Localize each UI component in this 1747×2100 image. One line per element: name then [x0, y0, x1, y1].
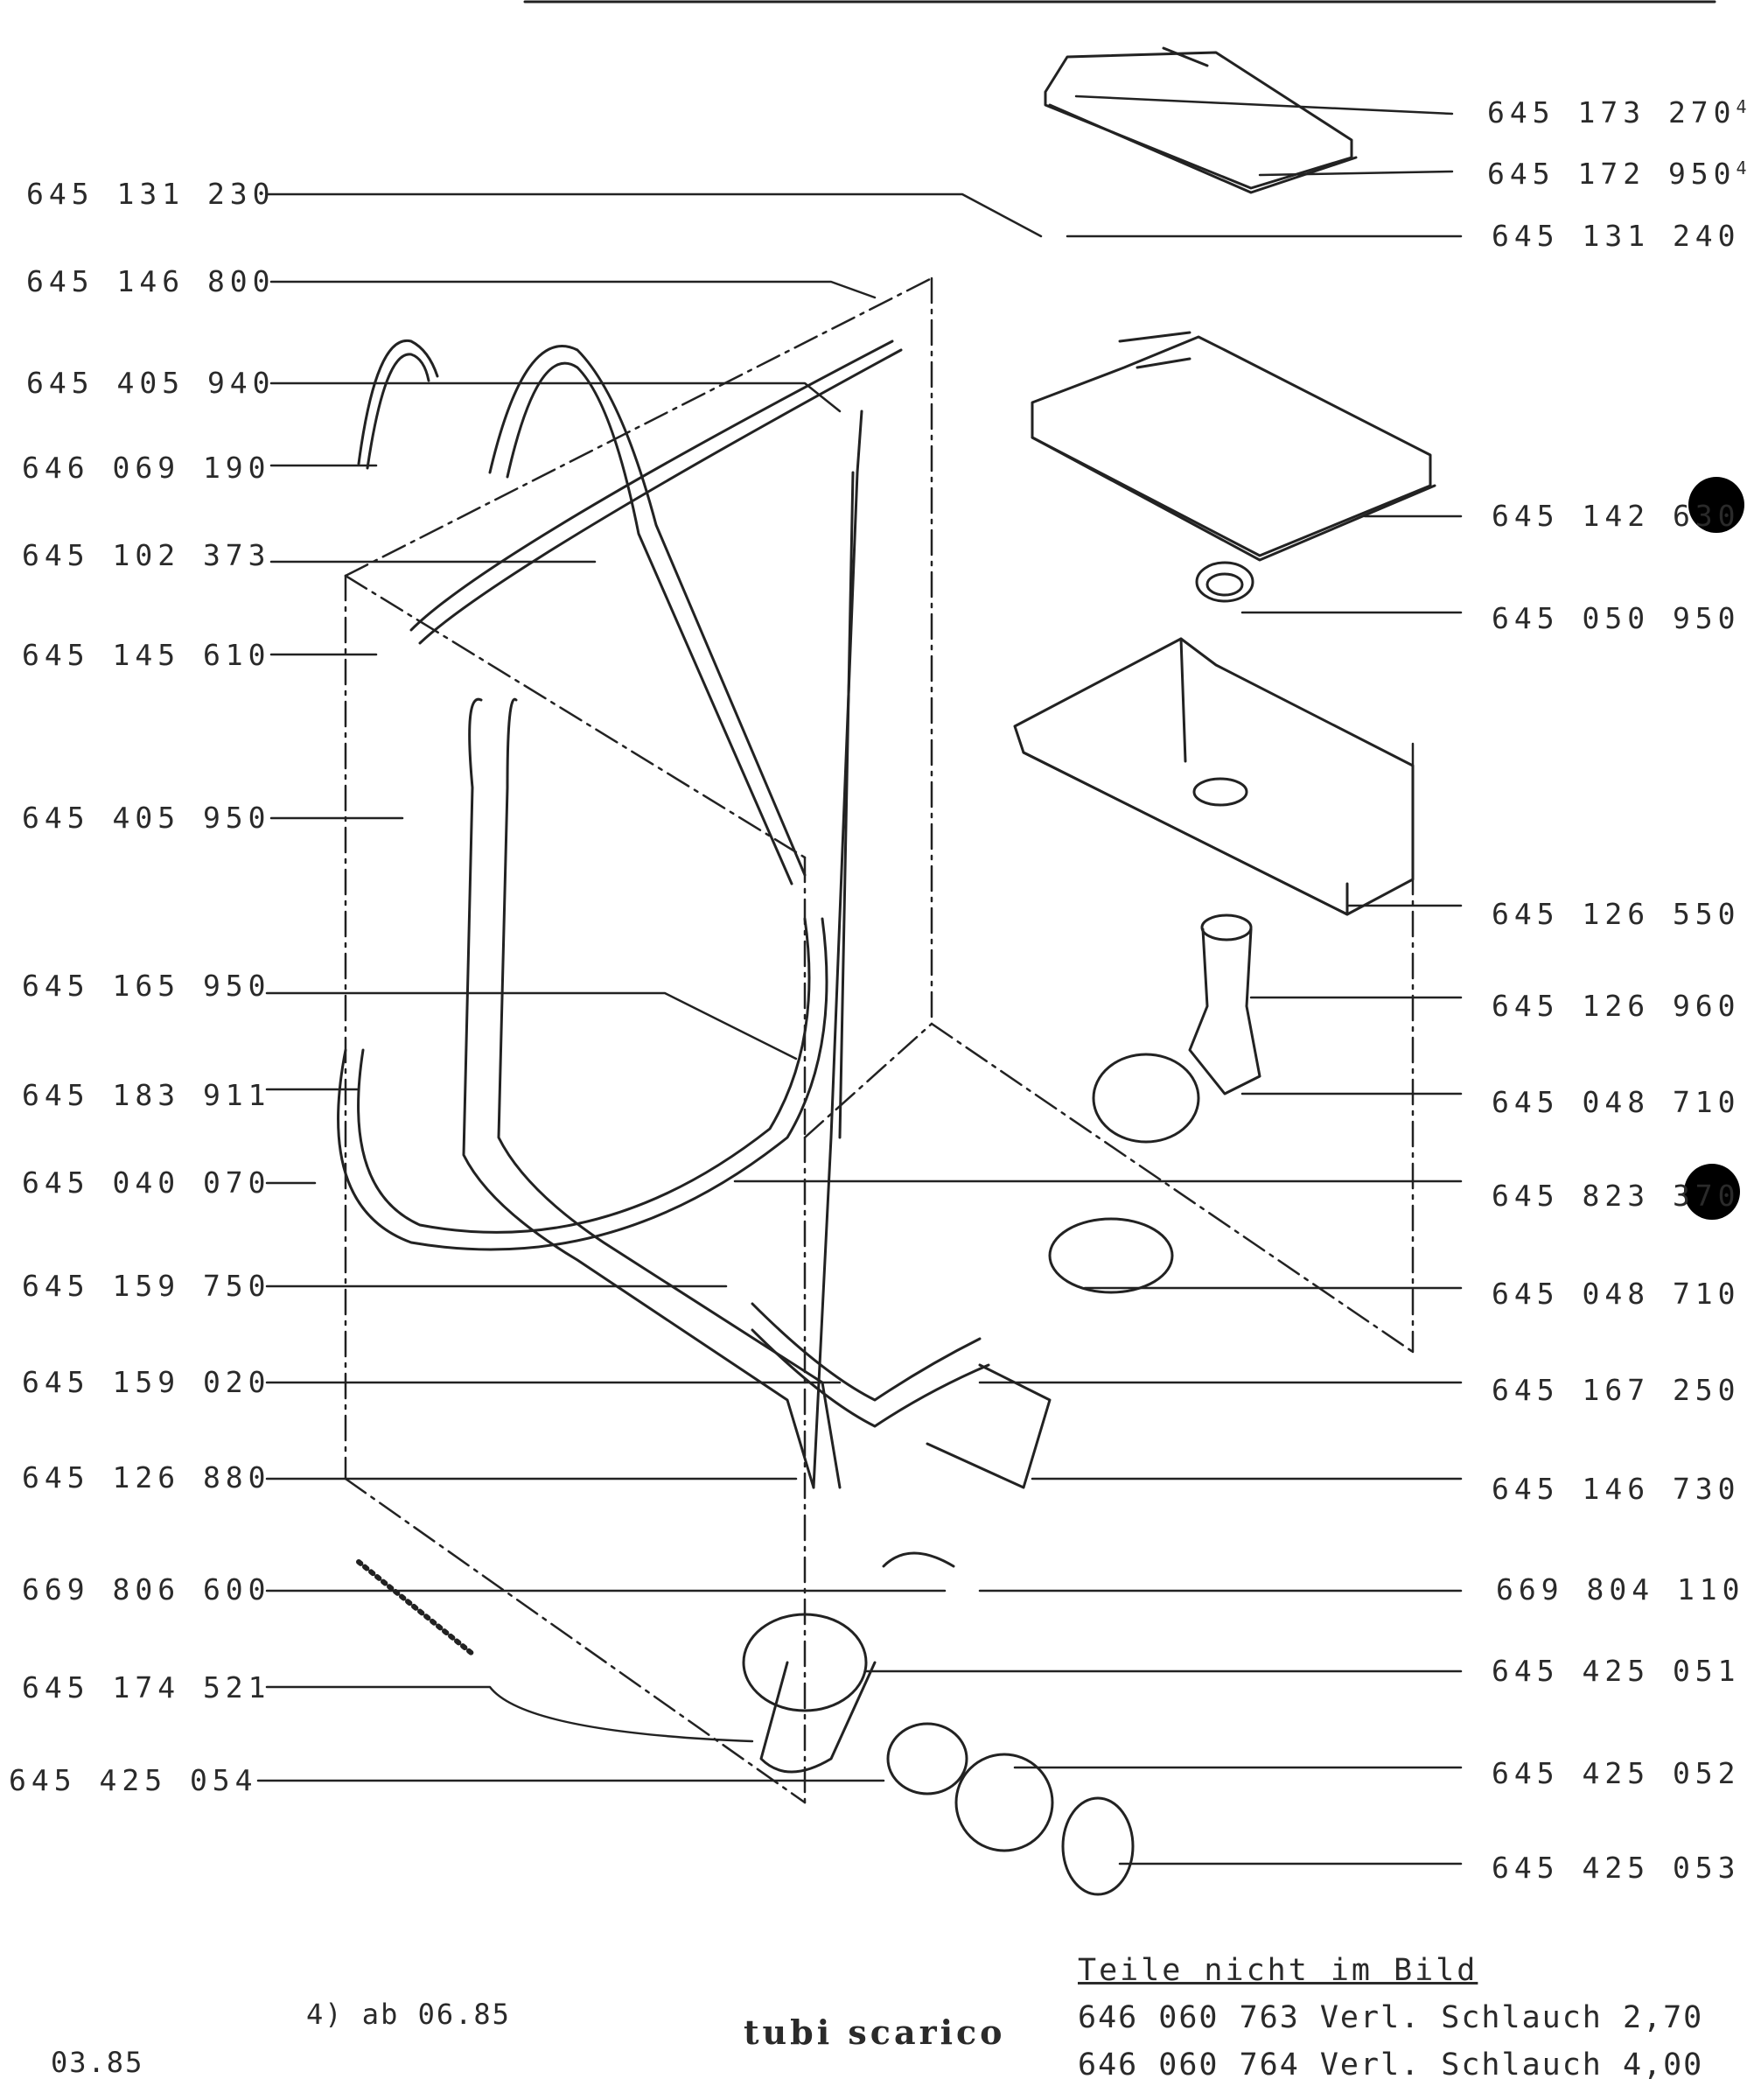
footnote: 4) ab 06.85 — [306, 1998, 511, 2031]
part-label: 645 040 070 — [22, 1166, 271, 1200]
part-label: 645 173 2704) — [1487, 98, 1747, 127]
part-label: 645 167 250 — [1492, 1373, 1741, 1407]
part-label: 645 172 9504) — [1487, 159, 1747, 188]
part-label: 645 126 880 — [22, 1460, 271, 1494]
part-label: 645 425 054 — [9, 1763, 258, 1797]
diagram-title: tubi scarico — [744, 2012, 1006, 2052]
part-label: 645 050 950 — [1492, 601, 1741, 635]
part-label: 645 425 052 — [1492, 1756, 1741, 1790]
parts-not-shown-item: 646 060 764 Verl. Schlauch 4,00 — [1078, 2048, 1704, 2082]
part-label: 669 806 600 — [22, 1572, 271, 1606]
clamp-strip — [356, 1559, 475, 1656]
part-label: 645 142 630 — [1492, 499, 1741, 533]
part-label: 645 131 240 — [1492, 219, 1741, 253]
part-label: 645 823 370 — [1492, 1179, 1741, 1213]
part-label: 645 183 911 — [22, 1078, 271, 1112]
left-leader-lines — [256, 192, 1043, 1782]
part-label: 645 145 610 — [22, 638, 271, 672]
date-code: 03.85 — [51, 2046, 144, 2079]
punch-hole-lower — [1684, 1164, 1740, 1220]
part-label: 645 126 960 — [1492, 989, 1741, 1023]
parts-not-shown-heading: Teile nicht im Bild — [1078, 1953, 1478, 1988]
part-label: 645 425 051 — [1492, 1654, 1741, 1688]
part-label: 645 146 800 — [26, 264, 276, 298]
right-leader-lines — [733, 94, 1463, 1866]
drawer-frame — [1031, 331, 1436, 562]
footnote-marker: 4) — [1736, 96, 1747, 117]
parts-not-shown-item: 646 060 763 Verl. Schlauch 2,70 — [1078, 2000, 1704, 2035]
drain-hoses — [337, 339, 903, 1489]
part-label: 669 804 110 — [1496, 1572, 1745, 1606]
part-label: 645 048 710 — [1492, 1277, 1741, 1311]
part-label: 645 405 940 — [26, 366, 276, 400]
part-label: 645 165 950 — [22, 969, 271, 1003]
pump-assembly — [742, 1302, 1135, 1896]
part-label: 645 146 730 — [1492, 1472, 1741, 1506]
punch-hole-upper — [1688, 477, 1744, 533]
part-label: 645 405 950 — [22, 801, 271, 835]
part-label: 645 131 230 — [26, 177, 276, 211]
part-label: 645 425 053 — [1492, 1851, 1741, 1885]
part-label: 645 102 373 — [22, 538, 271, 572]
part-label: 645 174 521 — [22, 1670, 271, 1704]
part-label: 645 159 020 — [22, 1365, 271, 1399]
part-label: 645 126 550 — [1492, 897, 1741, 931]
part-label: 646 069 190 — [22, 451, 271, 485]
part-label: 645 159 750 — [22, 1269, 271, 1303]
funnel-bellows — [1048, 914, 1261, 1294]
part-label: 645 048 710 — [1492, 1085, 1741, 1119]
detergent-basin — [1013, 637, 1415, 916]
footnote-marker: 4) — [1736, 158, 1747, 178]
seal-ring — [1195, 561, 1254, 603]
drawer-cover — [1044, 46, 1358, 194]
